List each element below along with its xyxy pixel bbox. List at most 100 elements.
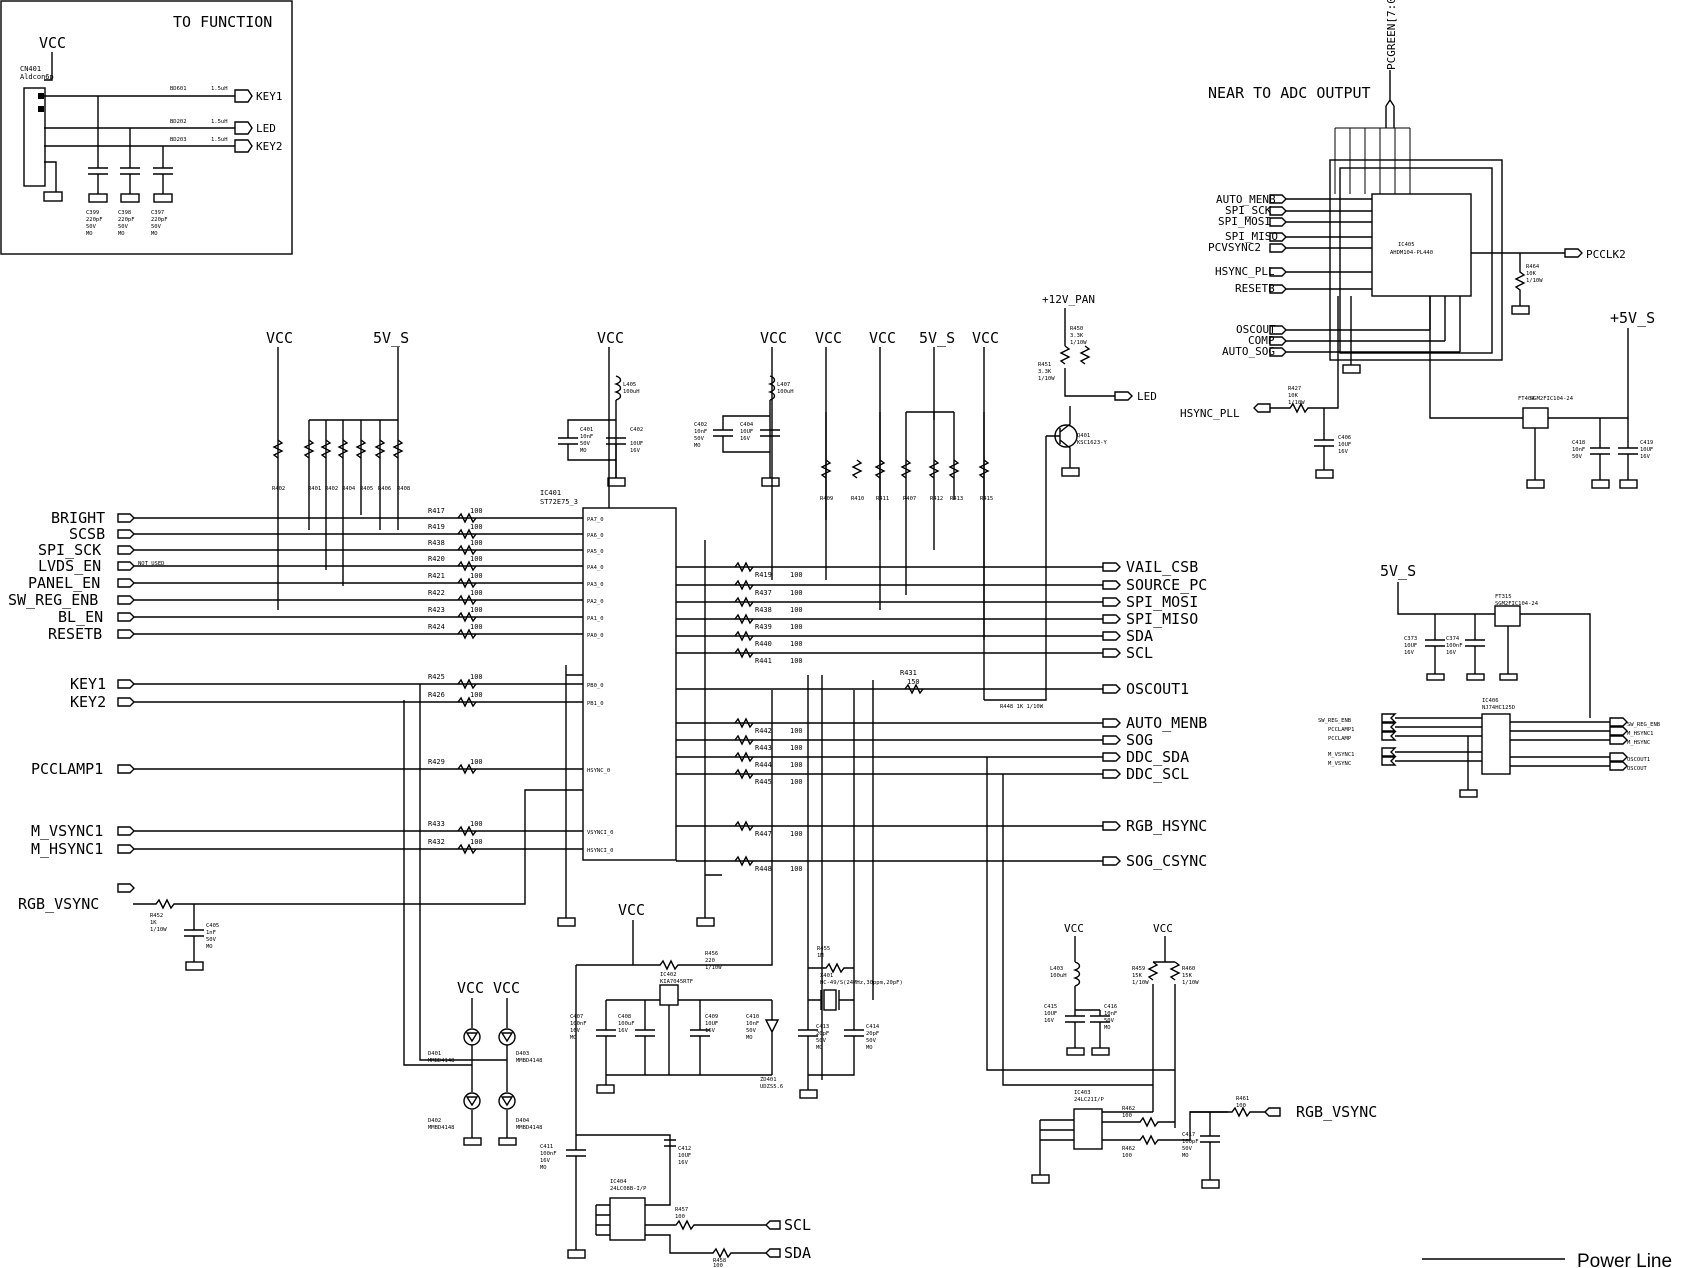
svg-text:R462: R462 (1122, 1146, 1135, 1152)
svg-text:R441: R441 (755, 657, 772, 665)
svg-text:20pF: 20pF (816, 1031, 829, 1037)
d404-diode (498, 1092, 516, 1110)
net-spi-miso: SPI_MISO (1126, 610, 1198, 628)
svg-text:10K: 10K (1288, 393, 1299, 399)
svg-text:HSYNCI_0: HSYNCI_0 (587, 848, 614, 854)
svg-text:220pF: 220pF (86, 217, 103, 223)
svg-text:R412: R412 (930, 496, 943, 502)
svg-text:C402: C402 (630, 427, 643, 433)
svg-text:10UF: 10UF (1404, 643, 1417, 649)
svg-text:15K: 15K (1132, 973, 1143, 979)
svg-text:50V: 50V (816, 1038, 827, 1044)
svg-text:MO: MO (540, 1165, 547, 1171)
svg-text:AUTO_SOG: AUTO_SOG (1222, 345, 1275, 358)
svg-text:R411: R411 (876, 496, 889, 502)
svg-text:50V: 50V (151, 224, 162, 230)
net-spi-sck: SPI_SCK (38, 541, 101, 559)
svg-text:MO: MO (206, 944, 213, 950)
svg-text:PA0_0: PA0_0 (587, 633, 604, 639)
svg-text:VCC: VCC (972, 329, 999, 347)
svg-text:KIA7045RTF: KIA7045RTF (660, 979, 693, 985)
connector-type: Aldcon6p (20, 73, 54, 81)
svg-text:C397: C397 (151, 210, 164, 216)
svg-text:MO: MO (151, 231, 158, 237)
svg-text:MO: MO (816, 1045, 823, 1051)
svg-text:15K: 15K (1182, 973, 1193, 979)
net-source-pc: SOURCE_PC (1126, 576, 1207, 594)
svg-text:M_HSYNC: M_HSYNC (1627, 740, 1650, 746)
svg-text:50V: 50V (118, 224, 129, 230)
svg-text:10UF: 10UF (630, 441, 643, 447)
svg-text:100: 100 (675, 1214, 685, 1220)
svg-text:220pF: 220pF (151, 217, 168, 223)
svg-text:R448 1K 1/10W: R448 1K 1/10W (1000, 704, 1044, 710)
svg-text:R427: R427 (1288, 386, 1301, 392)
svg-text:100uH: 100uH (623, 389, 640, 395)
ic401-body (582, 507, 677, 861)
svg-text:SW_REG_ENB: SW_REG_ENB (1627, 722, 1661, 728)
svg-text:PA6_0: PA6_0 (587, 533, 604, 539)
svg-text:R442: R442 (755, 727, 772, 735)
svg-text:C373: C373 (1404, 636, 1417, 642)
top-rails: VCC 5V_S VCC VCC VCC VCC 5V_S VCC (266, 329, 999, 700)
svg-text:50V: 50V (1572, 454, 1583, 460)
svg-text:C405: C405 (206, 923, 219, 929)
svg-text:MO: MO (86, 231, 93, 237)
svg-text:SW_REG_ENB: SW_REG_ENB (1318, 718, 1352, 724)
svg-text:16V: 16V (678, 1160, 689, 1166)
svg-text:1/10W: 1/10W (150, 927, 167, 933)
svg-text:3.3K: 3.3K (1070, 333, 1084, 339)
svg-text:16V: 16V (630, 448, 641, 454)
net-vail-csb: VAIL_CSB (1126, 558, 1198, 576)
svg-text:16V: 16V (705, 1028, 716, 1034)
svg-text:100nF: 100nF (1446, 643, 1463, 649)
net-auto-menb: AUTO_MENB (1126, 714, 1207, 732)
svg-text:C409: C409 (705, 1014, 718, 1020)
svg-text:+12V_PAN: +12V_PAN (1042, 293, 1095, 306)
svg-text:100uH: 100uH (777, 389, 794, 395)
svg-text:R408: R408 (397, 486, 410, 492)
svg-text:100: 100 (790, 830, 803, 838)
svg-text:50V: 50V (1104, 1018, 1115, 1024)
svg-text:100uF: 100uF (618, 1021, 635, 1027)
svg-text:C416: C416 (1104, 1004, 1117, 1010)
svg-text:10UF: 10UF (1338, 442, 1351, 448)
svg-text:10K: 10K (1526, 271, 1537, 277)
svg-text:100: 100 (470, 572, 483, 580)
svg-text:BD601: BD601 (170, 86, 187, 92)
svg-text:OSCOUT: OSCOUT (1236, 323, 1276, 336)
svg-text:16V: 16V (1044, 1018, 1055, 1024)
reset-osc-block: VCC R456 220 1/10W IC402 KIA7045RTF C407… (570, 675, 903, 1099)
svg-text:100: 100 (470, 539, 483, 547)
svg-text:220: 220 (705, 958, 715, 964)
svg-text:16V: 16V (1640, 454, 1651, 460)
svg-text:RESETB: RESETB (1235, 282, 1275, 295)
svg-text:MMBD4148: MMBD4148 (516, 1058, 543, 1064)
svg-text:100: 100 (1122, 1153, 1132, 1159)
svg-text:10UF: 10UF (740, 429, 753, 435)
svg-text:R415: R415 (980, 496, 993, 502)
svg-text:24LC21I/P: 24LC21I/P (1074, 1097, 1104, 1103)
svg-text:50V: 50V (1182, 1146, 1193, 1152)
svg-text:PA5_0: PA5_0 (587, 549, 604, 555)
svg-text:VCC: VCC (815, 329, 842, 347)
connector-ref: CN401 (20, 65, 41, 73)
svg-text:SPI_MOSI: SPI_MOSI (1218, 215, 1271, 228)
svg-text:C410: C410 (746, 1014, 759, 1020)
svg-text:MO: MO (746, 1035, 753, 1041)
svg-text:M_VSYNC1: M_VSYNC1 (1328, 752, 1355, 758)
svg-text:MMBD4148: MMBD4148 (516, 1125, 543, 1131)
svg-text:C411: C411 (540, 1144, 553, 1150)
svg-text:MO: MO (580, 448, 587, 454)
svg-text:D402: D402 (428, 1118, 441, 1124)
svg-text:100: 100 (470, 555, 483, 563)
svg-text:VCC: VCC (597, 329, 624, 347)
svg-text:C415: C415 (1044, 1004, 1057, 1010)
ic405-body (1371, 193, 1472, 297)
net-m-vsync1: M_VSYNC1 (31, 822, 103, 840)
svg-text:C398: C398 (118, 210, 131, 216)
svg-text:16V: 16V (1338, 449, 1349, 455)
svg-text:1/10W: 1/10W (1182, 980, 1199, 986)
svg-text:R404: R404 (342, 486, 356, 492)
svg-text:VCC: VCC (760, 329, 787, 347)
